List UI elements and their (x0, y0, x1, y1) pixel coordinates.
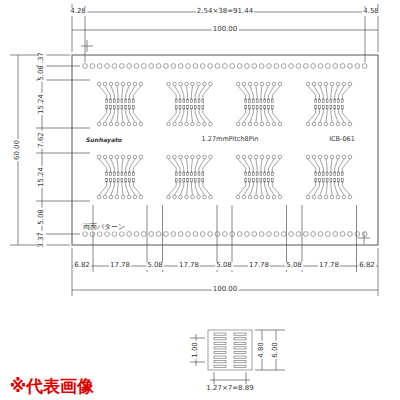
pad-detail-outline (208, 330, 252, 370)
dimension-label: 15.24 (38, 166, 46, 188)
dimension-label: 5.08 (285, 262, 303, 270)
representative-image-note: ※代表画像 (9, 377, 96, 396)
dimension-label: 17.78 (178, 262, 200, 270)
dimension-label: 60.00 (14, 139, 22, 161)
board-text: 両面パターン (82, 224, 126, 231)
dimension-label: 4.80 (258, 341, 266, 359)
board-text: ICB-061 (328, 136, 356, 143)
dimension-label: 6.82 (73, 262, 91, 270)
dimension-label: 3.37 (38, 231, 46, 249)
dimension-label: 17.78 (248, 262, 270, 270)
dimension-label: 6.82 (358, 262, 376, 270)
dimension-label: 5.08 (38, 64, 46, 82)
dimension-label: 4.28 (69, 8, 87, 16)
dimension-label: 1.27×7=8.89 (205, 385, 254, 393)
dimension-label: 5.08 (38, 208, 46, 226)
dimension-label: 17.78 (318, 262, 340, 270)
dimension-label: 2.54×38=91.44 (196, 8, 254, 16)
dimension-label: 17.78 (109, 262, 131, 270)
dimension-label: 5.08 (215, 262, 233, 270)
maker-mark: Sunhayato (85, 137, 123, 144)
dimension-label: 15.24 (38, 93, 46, 115)
dimension-label: 4.58 (362, 8, 380, 16)
dimension-label: 7.62 (38, 131, 46, 149)
dimension-label: 5.08 (146, 262, 164, 270)
dimension-label: 100.00 (212, 286, 239, 294)
dimension-label: 100.00 (212, 26, 239, 34)
board-text: 1.27mmPitch8Pin (201, 136, 260, 143)
dimension-label: 1.00 (192, 341, 200, 359)
board-outline (72, 55, 378, 245)
dimension-label: 6.00 (272, 341, 280, 359)
